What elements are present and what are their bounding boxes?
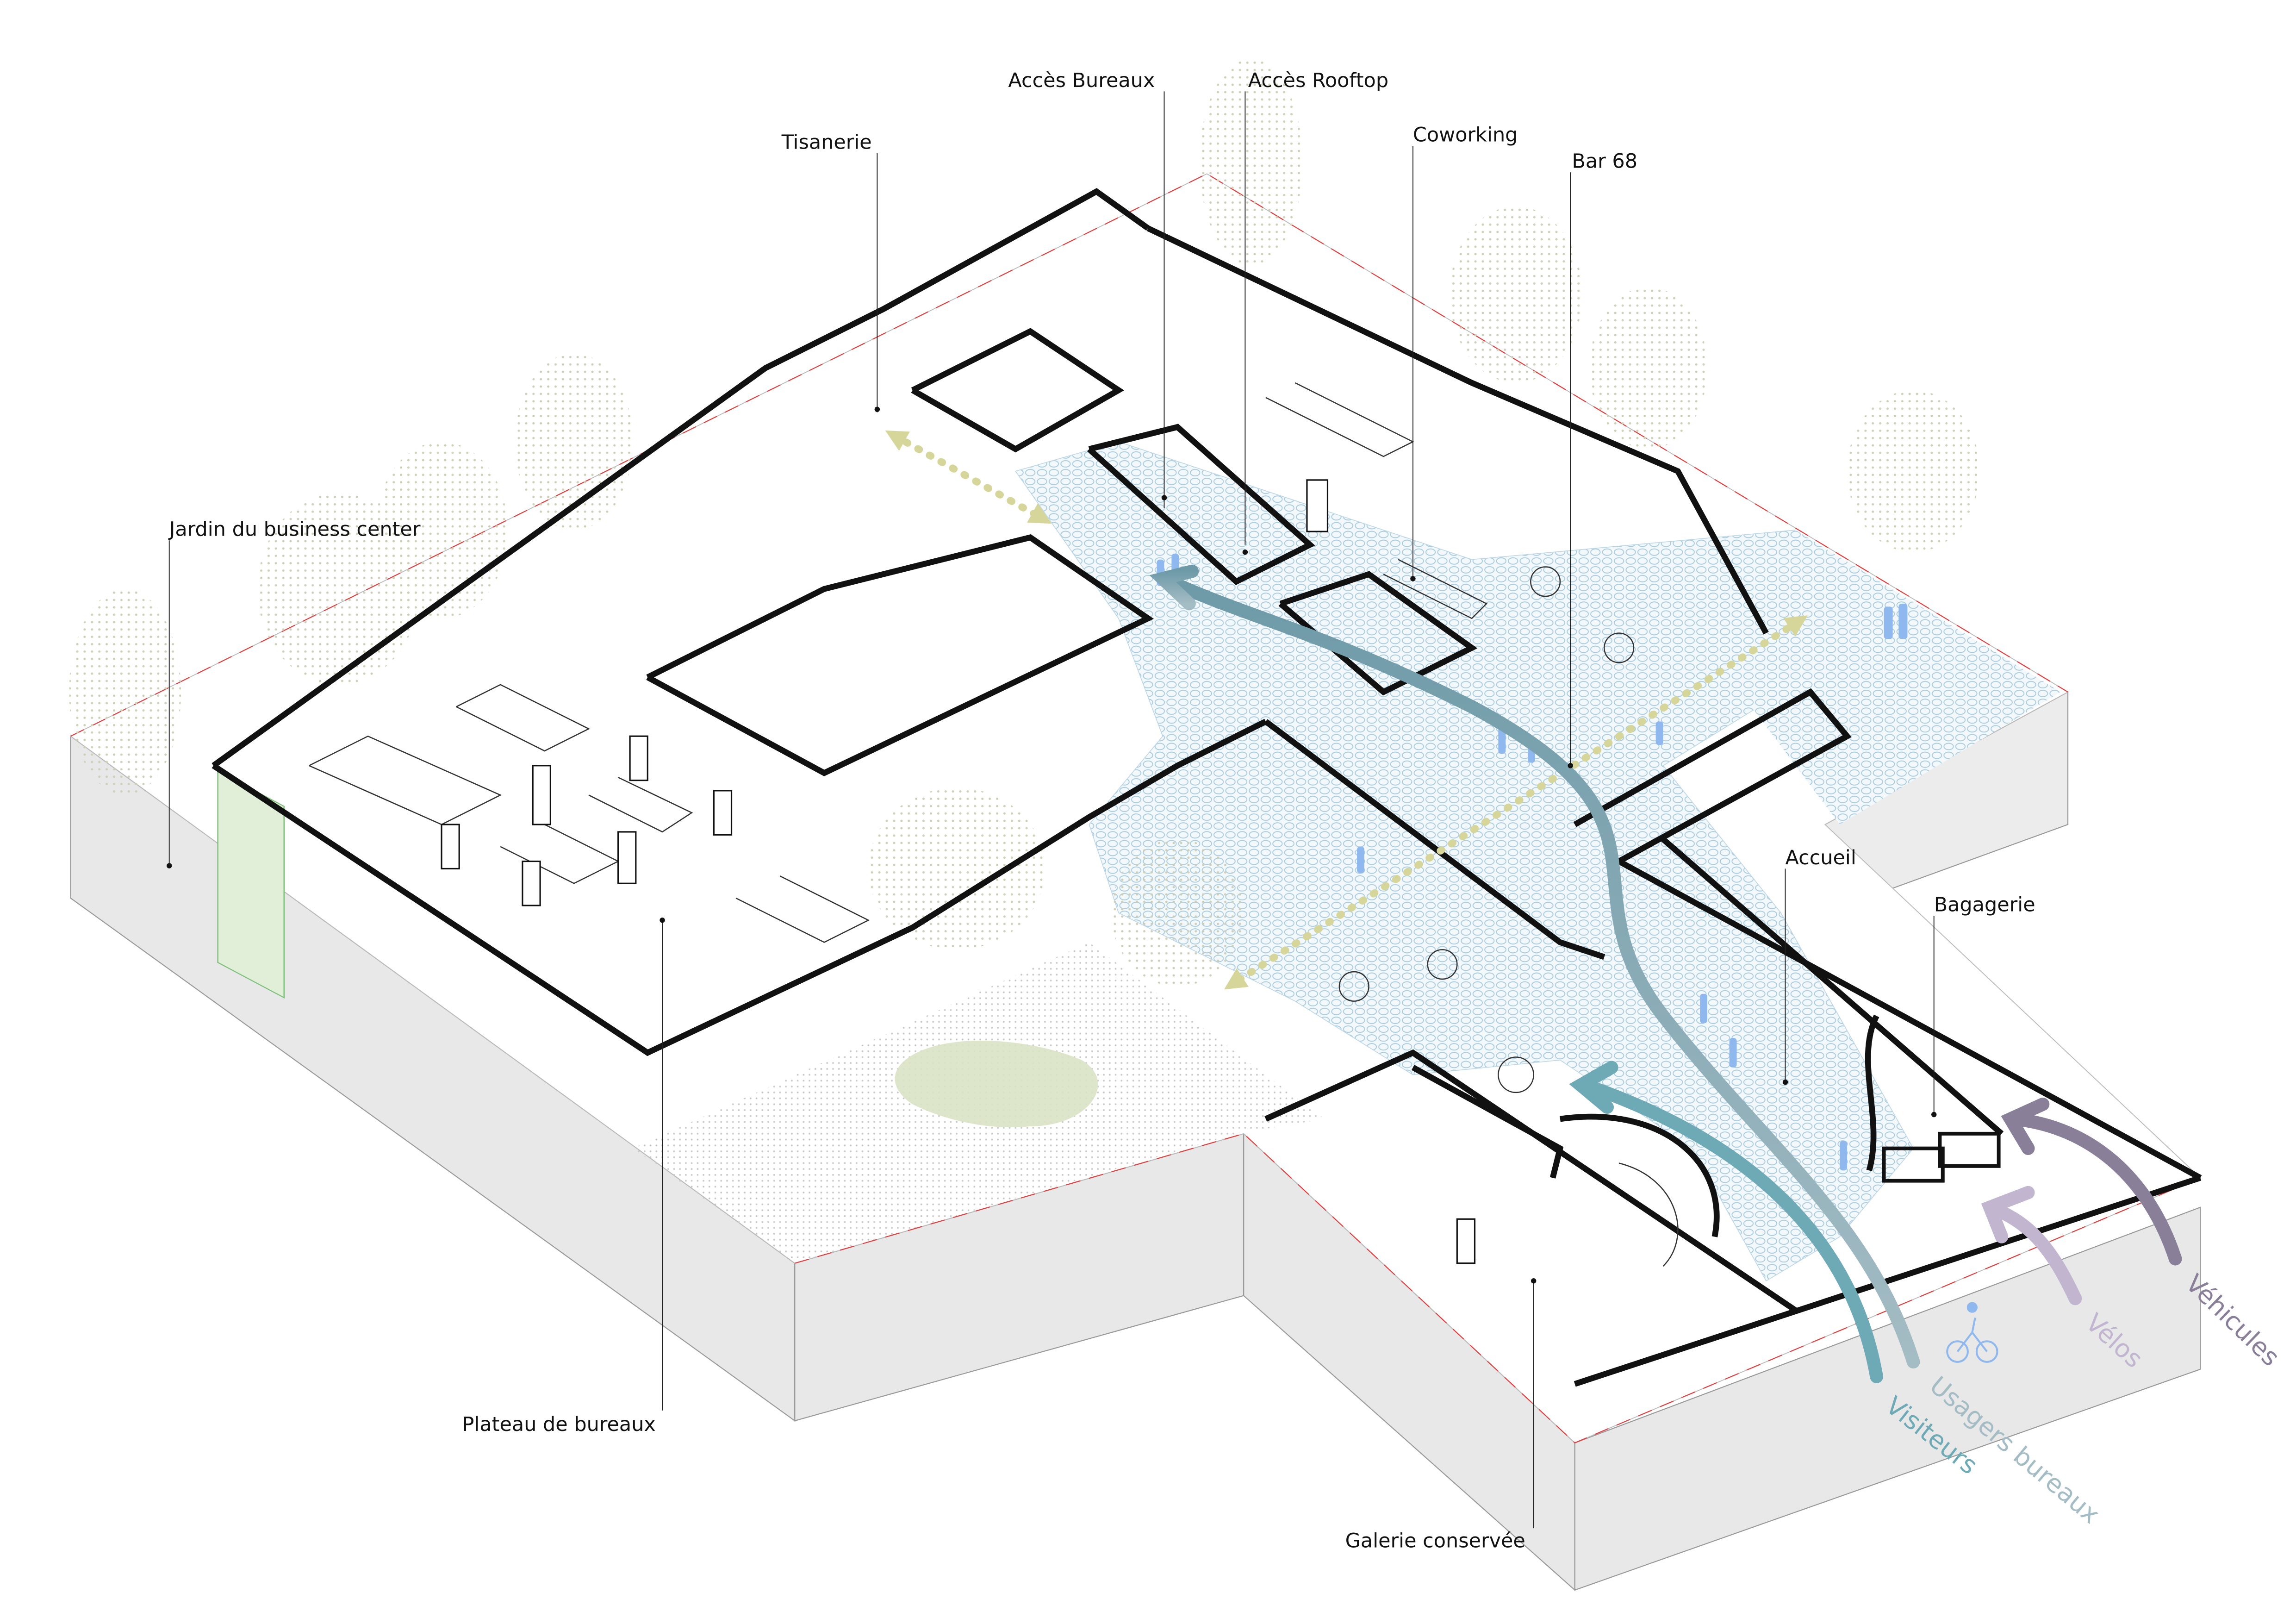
label-jardin: Jardin du business center xyxy=(168,518,421,541)
label-plateau-de-bureaux: Plateau de bureaux xyxy=(462,1413,656,1436)
flow-velos-arrow xyxy=(1981,1186,2082,1305)
leader-lines xyxy=(168,91,1935,1529)
label-acces-bureaux: Accès Bureaux xyxy=(1008,69,1155,92)
label-galerie-conservee: Galerie conservée xyxy=(1345,1529,1525,1552)
circulation-arrow-tisanerie xyxy=(885,430,1052,524)
flow-vehicules-arrow xyxy=(2001,1097,2182,1266)
paved-terrace xyxy=(1663,530,2061,825)
flow-usagers-arrow xyxy=(1149,564,1920,1369)
interior-furniture xyxy=(309,382,1679,1267)
label-tisanerie: Tisanerie xyxy=(781,131,872,154)
courtyard-pond xyxy=(895,1040,1098,1127)
label-coworking: Coworking xyxy=(1413,123,1518,146)
circulation-arrow-diagonal xyxy=(1224,615,1808,990)
bicycle-icon xyxy=(1946,1302,1998,1363)
label-acces-rooftop: Accès Rooftop xyxy=(1248,69,1388,92)
label-bar-68: Bar 68 xyxy=(1572,150,1637,173)
label-bagagerie: Bagagerie xyxy=(1934,893,2035,917)
label-accueil: Accueil xyxy=(1785,846,1856,869)
trees xyxy=(69,59,1980,987)
flow-visiteurs-arrow xyxy=(1569,1061,1883,1383)
leader-dots xyxy=(166,406,1937,1284)
